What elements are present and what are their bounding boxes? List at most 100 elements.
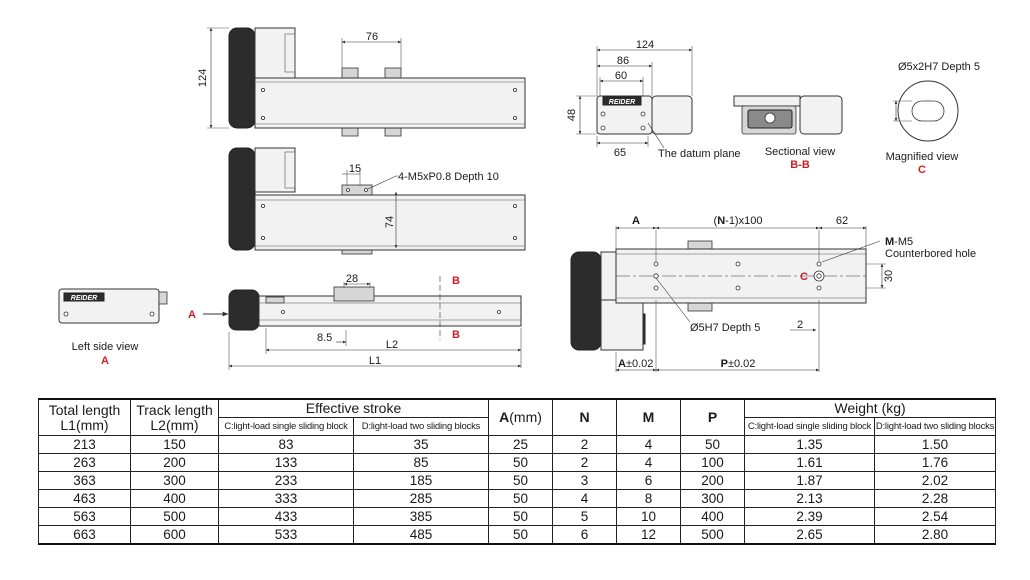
cell-weight-c: 2.39: [744, 507, 876, 526]
side-dim-8-5: 8.5: [317, 332, 332, 344]
cell-a: 50: [488, 453, 554, 472]
section-marker-b-bottom: B: [452, 329, 460, 341]
cell-weight-c: 1.87: [744, 471, 876, 490]
cell-n: 5: [552, 507, 618, 526]
datum-caption: The datum plane: [658, 148, 741, 160]
cell-stroke-d: 35: [352, 435, 490, 454]
cell-weight-d: 1.50: [874, 435, 997, 454]
cell-m: 4: [616, 453, 682, 472]
left-view-marker: A: [101, 355, 109, 367]
cell-m: 6: [616, 471, 682, 490]
technical-drawing: 76 124 15 4-M5xP0.8 Depth 10 74: [58, 27, 980, 372]
svg-text:(N-1)x100: (N-1)x100: [714, 215, 763, 227]
cell-p: 400: [680, 507, 746, 526]
end-dim-124: 124: [636, 39, 654, 51]
section-marker-b-top: B: [452, 275, 460, 287]
cell-a: 25: [488, 435, 554, 454]
bottom-dim-15: 15: [349, 163, 361, 175]
cell-weight-c: 2.13: [744, 489, 876, 508]
svg-text:P±0.02: P±0.02: [721, 358, 756, 370]
svg-text:M-M5: M-M5: [885, 236, 913, 248]
cell-a: 50: [488, 471, 554, 490]
header-p: P: [680, 398, 746, 436]
cell-weight-c: 1.61: [744, 453, 876, 472]
tol-a-value: ±0.02: [626, 358, 653, 370]
m-thread: -M5: [894, 236, 913, 248]
bottom-view: 15 4-M5xP0.8 Depth 10 74: [228, 147, 526, 255]
layout-dim-30: 30: [883, 270, 895, 282]
cell-weight-d: 2.28: [874, 489, 997, 508]
side-view: 28 B B A 8.5 L2 L1: [188, 273, 522, 370]
cell-n: 2: [552, 435, 618, 454]
cell-weight-d: 2.80: [874, 525, 997, 545]
header-weight: Weight (kg): [744, 398, 997, 418]
header-total-length: Total length L1(mm): [38, 398, 131, 436]
end-dim-60: 60: [615, 70, 627, 82]
cell-stroke-c: 133: [218, 453, 354, 472]
counterbore-note: Counterbored hole: [885, 248, 976, 260]
cell-l2: 400: [130, 489, 219, 508]
cell-l1: 463: [38, 489, 131, 508]
end-view-brand: REIDER: [609, 99, 635, 106]
cell-n: 4: [552, 489, 618, 508]
end-dim-86: 86: [617, 55, 629, 67]
cell-stroke-d: 185: [352, 471, 490, 490]
top-dim-124: 124: [197, 69, 209, 87]
sectional-caption: Sectional view: [765, 146, 835, 158]
cell-p: 50: [680, 435, 746, 454]
layout-label-a: A: [632, 215, 640, 227]
cell-l1: 263: [38, 453, 131, 472]
cell-l1: 563: [38, 507, 131, 526]
svg-text:A±0.02: A±0.02: [618, 358, 653, 370]
header-stroke-d: D:light-load two sliding blocks: [352, 417, 490, 436]
cell-weight-d: 1.76: [874, 453, 997, 472]
header-effective-stroke: Effective stroke: [217, 398, 490, 418]
cell-stroke-d: 285: [352, 489, 490, 508]
header-total-length-line2: L1(mm): [60, 416, 109, 433]
cell-a: 50: [488, 489, 554, 508]
header-m: M: [616, 398, 682, 436]
m-count: M: [885, 236, 894, 248]
cell-a: 50: [488, 525, 554, 545]
thread-note: 4-M5xP0.8 Depth 10: [398, 171, 499, 183]
cell-l2: 300: [130, 471, 219, 490]
cell-m: 12: [616, 525, 682, 545]
side-dim-28: 28: [346, 273, 358, 285]
cell-n: 2: [552, 453, 618, 472]
left-side-view: REIDER Left side view A: [58, 288, 168, 367]
cell-stroke-d: 385: [352, 507, 490, 526]
tol-p-value: ±0.02: [728, 358, 755, 370]
cell-l2: 600: [130, 525, 219, 545]
spec-table: Total length L1(mm) Track length L2(mm) …: [38, 398, 997, 545]
header-a-unit: (mm): [509, 409, 542, 425]
left-view-caption: Left side view: [72, 341, 139, 353]
layout-dim-2: 2: [797, 319, 803, 331]
header-weight-d: D:light-load two sliding blocks: [874, 417, 997, 436]
pitch-n: N: [717, 215, 725, 227]
cell-stroke-c: 533: [218, 525, 354, 545]
end-view: REIDER 124 86 60 48 65 The datum plane: [566, 39, 741, 160]
cell-l2: 500: [130, 507, 219, 526]
magnified-view: Ø5x2H7 Depth 5 Magnified view C: [886, 61, 980, 176]
detail-marker-c: C: [800, 271, 808, 283]
cell-p: 500: [680, 525, 746, 545]
cell-weight-d: 2.02: [874, 471, 997, 490]
magnified-marker: C: [918, 164, 926, 176]
left-view-brand: REIDER: [71, 295, 97, 302]
side-label-l1: L1: [369, 355, 381, 367]
cell-l2: 200: [130, 453, 219, 472]
cell-stroke-d: 485: [352, 525, 490, 545]
top-dim-76: 76: [366, 31, 378, 43]
side-label-l2: L2: [386, 339, 398, 351]
header-a: A(mm): [488, 398, 554, 436]
cell-a: 50: [488, 507, 554, 526]
cell-stroke-c: 433: [218, 507, 354, 526]
cell-l1: 663: [38, 525, 131, 545]
tol-a: A: [618, 358, 626, 370]
cell-m: 10: [616, 507, 682, 526]
header-track-length: Track length L2(mm): [130, 398, 219, 436]
